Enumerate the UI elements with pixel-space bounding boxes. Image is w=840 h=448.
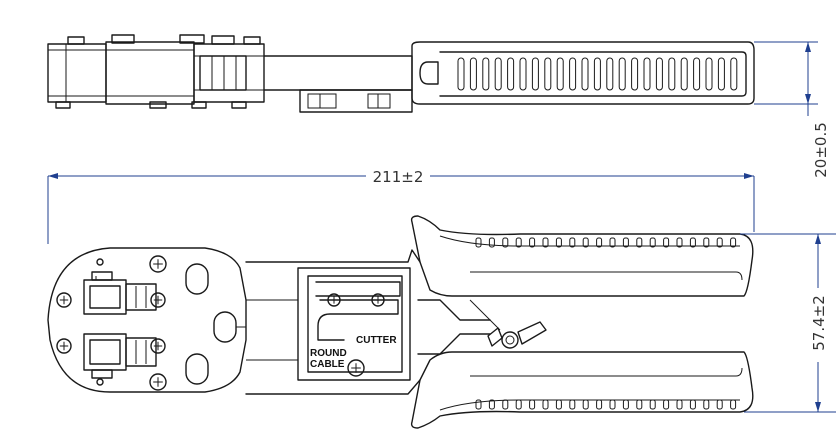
grip-slot [609, 237, 616, 248]
cutter-labels: CUTTER ROUND CABLE [310, 335, 397, 370]
lower-handle [410, 351, 754, 429]
phillips-screw-icon [149, 255, 167, 273]
side-view-head [47, 41, 265, 105]
grip-slot [609, 399, 616, 410]
grip-slot [663, 237, 670, 248]
dimension-handle-span: 57.4±2 [740, 233, 836, 413]
phillips-screw-icon [56, 292, 72, 308]
grip-slot [488, 399, 495, 410]
die-pins [96, 258, 104, 386]
grip-slot [636, 399, 643, 410]
lower-handle-grip-slots [475, 399, 737, 410]
grip-slot [569, 237, 576, 248]
grip-slot [663, 399, 670, 410]
grip-slot [703, 399, 710, 410]
grip-slot [531, 57, 539, 91]
grip-slot [618, 57, 626, 91]
grip-slot [475, 237, 482, 248]
side-view-shaft [263, 55, 413, 91]
grip-slot [631, 57, 639, 91]
grip-slot [676, 399, 683, 410]
grip-slot [488, 237, 495, 248]
grip-slot [542, 399, 549, 410]
dimension-thickness: 20±0.5 [754, 41, 830, 178]
grip-slot [717, 57, 725, 91]
dimension-length: 211±2 [47, 168, 755, 244]
side-view [47, 34, 755, 113]
grip-slot [716, 237, 723, 248]
phillips-screw-icon [150, 292, 166, 308]
grip-slot [582, 399, 589, 410]
grip-slot [636, 237, 643, 248]
grip-slot [703, 237, 710, 248]
phillips-screw-icon [56, 338, 72, 354]
rivet-posts [185, 263, 246, 385]
grip-slot [515, 237, 522, 248]
grip-slot [730, 57, 738, 91]
upper-handle-grip-slots [475, 237, 737, 248]
grip-slot [649, 237, 656, 248]
grip-slot [596, 399, 603, 410]
grip-slot [730, 237, 737, 248]
grip-slot [596, 237, 603, 248]
plan-view: CUTTER ROUND CABLE [47, 215, 754, 429]
grip-slot [655, 57, 663, 91]
grip-slot [581, 57, 589, 91]
grip-slot [716, 399, 723, 410]
side-view-screws [55, 34, 261, 109]
grip-slot [502, 399, 509, 410]
grip-slot [622, 399, 629, 410]
grip-slot [515, 399, 522, 410]
upper-handle [410, 215, 754, 297]
phillips-screw-icon [347, 359, 365, 377]
phillips-screw-icon [150, 338, 166, 354]
grip-slot [555, 237, 562, 248]
grip-slot [457, 57, 465, 91]
grip-slot [668, 57, 676, 91]
phillips-screw-icon [149, 373, 167, 391]
grip-slot [519, 57, 527, 91]
grip-slot [482, 57, 490, 91]
die-plate [47, 247, 247, 393]
round-cable-label-line2: CABLE [310, 359, 345, 370]
grip-slot [649, 399, 656, 410]
grip-slot [555, 399, 562, 410]
grip-slot [593, 57, 601, 91]
grip-slot [582, 237, 589, 248]
cutter-label: CUTTER [356, 335, 397, 346]
handle-span-dimension-label: 57.4±2 [810, 295, 828, 351]
grip-slot [544, 57, 552, 91]
tool-frame [245, 249, 421, 395]
spring-mechanism [417, 299, 547, 355]
grip-slot [689, 399, 696, 410]
grip-slot [730, 399, 737, 410]
length-dimension-label: 211±2 [373, 168, 424, 186]
grip-slot [475, 399, 482, 410]
handle-grip-slots [457, 57, 738, 91]
grip-slot [469, 57, 477, 91]
side-view-bracket [299, 89, 413, 113]
side-view-handle [411, 41, 755, 105]
grip-slot [529, 237, 536, 248]
grip-slot [643, 57, 651, 91]
grip-slot [705, 57, 713, 91]
grip-slot [676, 237, 683, 248]
grip-slot [556, 57, 564, 91]
round-cable-label-line1: ROUND [310, 348, 347, 359]
grip-slot [529, 399, 536, 410]
thickness-dimension-label: 20±0.5 [812, 122, 830, 178]
grip-slot [502, 237, 509, 248]
grip-slot [680, 57, 688, 91]
grip-slot [507, 57, 515, 91]
grip-slot [622, 237, 629, 248]
grip-slot [689, 237, 696, 248]
grip-slot [542, 237, 549, 248]
grip-slot [569, 399, 576, 410]
grip-slot [693, 57, 701, 91]
grip-slot [606, 57, 614, 91]
grip-slot [569, 57, 577, 91]
grip-slot [494, 57, 502, 91]
